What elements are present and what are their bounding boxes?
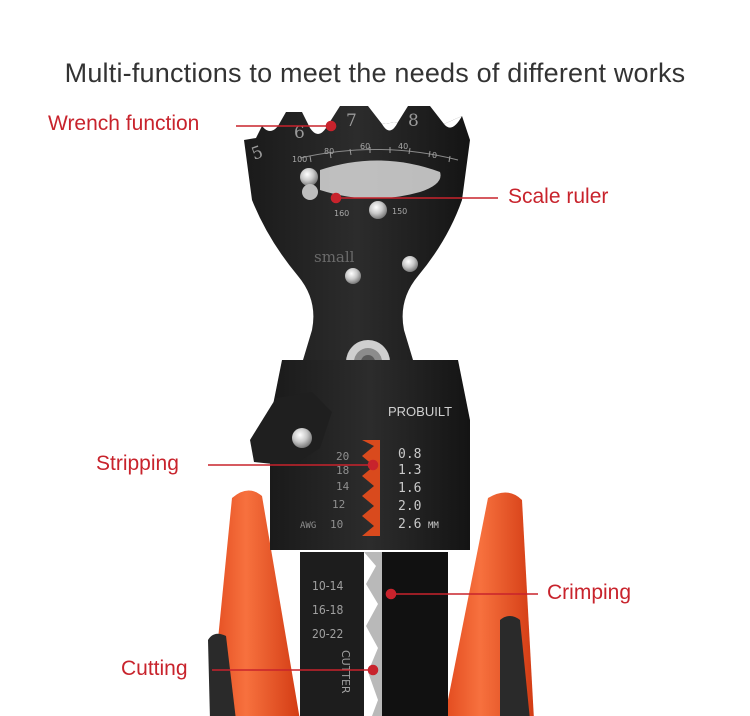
- awg-18: 18: [336, 464, 349, 477]
- crimp-profile: [364, 552, 382, 716]
- wrench-notches: [262, 116, 462, 134]
- mm-1-6: 1.6: [398, 481, 421, 496]
- crimp-10-14: 10-14: [312, 579, 343, 593]
- tool-head: [244, 106, 470, 370]
- crimp-20-22: 20-22: [312, 627, 343, 641]
- mm-2-0: 2.0: [398, 499, 421, 514]
- brand-label: PROBUILT: [388, 404, 452, 419]
- awg-label: AWG: [300, 521, 316, 531]
- mm-2-6: 2.6: [398, 517, 421, 532]
- small-label: small: [314, 248, 355, 266]
- crimp-plate-left: [300, 552, 364, 716]
- awg-12: 12: [332, 498, 345, 511]
- mm-unit: MM: [428, 521, 439, 531]
- awg-14: 14: [336, 480, 350, 493]
- callout-wrench-function: Wrench function: [48, 112, 200, 135]
- scale-tick-60: 60: [360, 142, 370, 151]
- headline: Multi-functions to meet the needs of dif…: [64, 58, 686, 88]
- wrench-size-6: 6: [294, 123, 305, 143]
- callout-crimping: Crimping: [547, 581, 632, 604]
- crimp-16-18: 16-18: [312, 603, 343, 617]
- scale-tick-100: 100: [292, 155, 307, 164]
- scale-tick-150: 150: [392, 207, 407, 216]
- scale-tick-160: 160: [334, 209, 349, 218]
- mm-1-3: 1.3: [398, 463, 421, 478]
- awg-10: 10: [330, 518, 343, 531]
- handle-left: [208, 490, 300, 716]
- scale-slot: [320, 160, 441, 199]
- handle-right: [444, 492, 534, 716]
- crimp-plate-right: [382, 552, 448, 716]
- wrench-size-8: 8: [408, 111, 419, 131]
- scale-tick-80: 80: [324, 147, 334, 156]
- scale-tick-0: 0: [432, 151, 437, 160]
- callout-stripping: Stripping: [96, 452, 179, 475]
- mm-0-8: 0.8: [398, 447, 421, 462]
- callout-scale-ruler: Scale ruler: [508, 185, 609, 208]
- awg-20: 20: [336, 450, 349, 463]
- wrench-size-7: 7: [346, 111, 357, 131]
- adjust-lever: [250, 392, 332, 466]
- callout-cutting: Cutting: [121, 657, 188, 680]
- cutter-label: CUTTER: [339, 650, 352, 694]
- scale-tick-40: 40: [398, 142, 408, 151]
